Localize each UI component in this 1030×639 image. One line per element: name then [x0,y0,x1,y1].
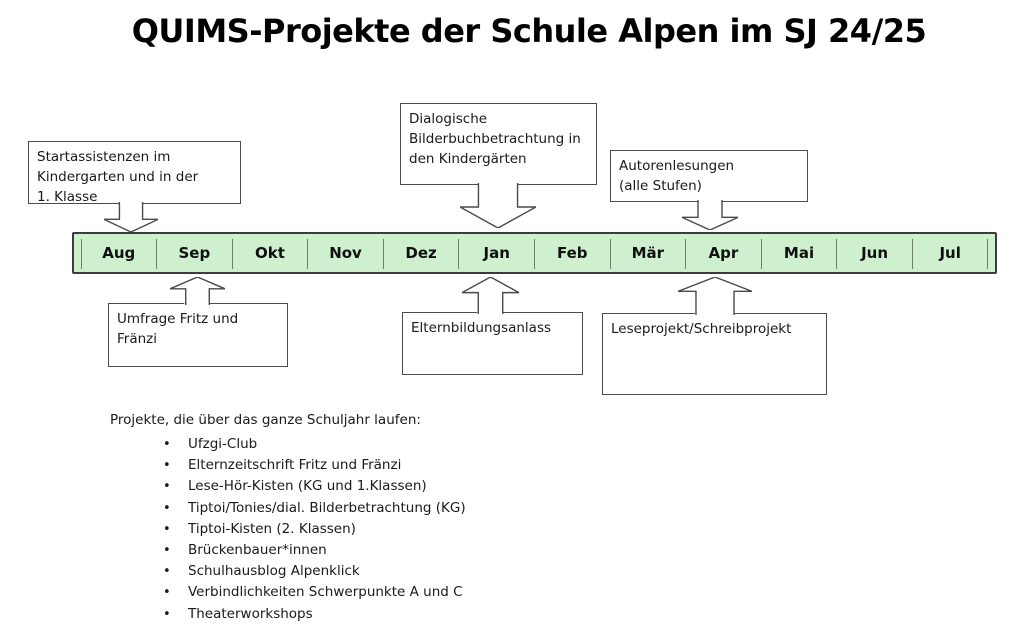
callout-label: Leseprojekt/Schreibprojekt [611,321,792,337]
list-item-text: Tiptoi-Kisten (2. Klassen) [188,520,356,537]
bullet-icon: • [163,479,171,495]
list-item: • Tiptoi/Tonies/dial. Bilderbetrachtung (… [110,500,670,521]
page-title: QUIMS-Projekte der Schule Alpen im SJ 24… [131,12,927,50]
callout-label: Elternbildungsanlass [411,320,552,336]
arrow-up-connector [170,277,225,305]
month-divider [382,239,384,269]
list-item: • Theaterworkshops [110,606,670,627]
bullet-icon: • [163,458,171,474]
list-item-text: Ufzgi-Club [188,436,258,452]
year-round-projects-section: Projekte, die über das ganze Schuljahr l… [110,410,670,627]
month-divider [760,239,762,269]
timeline-month-sep: Sep [156,234,233,272]
year-round-list: • Ufzgi-Club • Elternzeitschrift Fritz und… [110,436,670,627]
month-divider [911,239,913,269]
arrow-up-connector [678,277,752,315]
timeline-month-maer: Mär [609,234,686,272]
timeline-month-apr: Apr [685,234,762,272]
list-item: • Schulhausblog Alpenklick [110,563,670,584]
list-item-text: Theaterworkshops [188,605,313,622]
timeline-month-jun: Jun [836,234,913,272]
list-item-text: Schulhausblog Alpenklick [188,563,360,580]
list-item: • Elternzeitschrift Fritz und Fränzi [110,457,670,478]
arrow-down-connector [682,200,738,230]
month-divider [836,239,838,269]
timeline-month-feb: Feb [533,234,610,272]
callout-dialogische-bilderbuchbetrachtung: Dialogische Bilderbuchbetrachtung in den… [400,103,597,185]
timeline-month-dez: Dez [382,234,459,272]
list-item-text: Brückenbauer*innen [188,541,327,558]
month-divider [156,239,158,269]
month-divider [458,239,460,269]
callout-label: Startassistenzen im Kindergarten und in … [37,149,199,205]
arrow-down-connector [104,202,158,232]
list-item-text: Tiptoi/Tonies/dial. Bilderbetrachtung (K… [188,499,466,516]
bullet-icon: • [163,500,171,516]
arrow-up-connector [462,277,519,314]
callout-umfrage-fritz-fraenzi: Umfrage Fritz und Fränzi [108,303,288,367]
callout-elternbildungsanlass: Elternbildungsanlass [402,312,583,375]
school-year-timeline: Aug Sep Okt Nov Dez Jan Feb Mär Apr Mai … [72,232,997,274]
bullet-icon: • [163,521,171,537]
callout-label: Autorenlesungen (alle Stufen) [619,158,735,194]
list-item-text: Lese-Hör-Kisten (KG und 1.Klassen) [188,478,427,495]
list-item: • Ufzgi-Club [110,436,670,457]
callout-label: Umfrage Fritz und Fränzi [117,311,239,347]
bullet-icon: • [163,542,171,558]
month-divider [231,239,233,269]
bullet-icon: • [163,606,171,622]
timeline-month-okt: Okt [231,234,308,272]
list-item: • Lese-Hör-Kisten (KG und 1.Klassen) [110,478,670,499]
month-divider [533,239,535,269]
callout-autorenlesungen: Autorenlesungen (alle Stufen) [610,150,808,202]
list-item-text: Verbindlichkeiten Schwerpunkte A und C [188,584,463,601]
bullet-icon: • [163,564,171,580]
timeline-month-mai: Mai [760,234,837,272]
timeline-month-jan: Jan [458,234,535,272]
list-item: • Brückenbauer*innen [110,542,670,563]
callout-startassistenzen: Startassistenzen im Kindergarten und in … [28,141,241,205]
timeline-month-aug: Aug [80,234,157,272]
bullet-icon: • [163,437,171,452]
list-item: • Tiptoi-Kisten (2. Klassen) [110,521,670,542]
month-divider [987,239,989,269]
list-item-text: Elternzeitschrift Fritz und Fränzi [188,457,402,474]
timeline-month-jul: Jul [911,234,989,272]
month-divider [609,239,611,269]
year-round-heading: Projekte, die über das ganze Schuljahr l… [110,412,421,428]
arrow-down-connector [460,183,536,228]
list-item: • Verbindlichkeiten Schwerpunkte A und C [110,584,670,605]
callout-leseprojekt-schreibprojekt: Leseprojekt/Schreibprojekt [602,313,827,395]
timeline-month-nov: Nov [307,234,384,272]
month-divider [307,239,309,269]
month-divider [685,239,687,269]
month-divider [80,239,82,269]
callout-label: Dialogische Bilderbuchbetrachtung in den… [409,111,581,167]
bullet-icon: • [163,585,171,601]
